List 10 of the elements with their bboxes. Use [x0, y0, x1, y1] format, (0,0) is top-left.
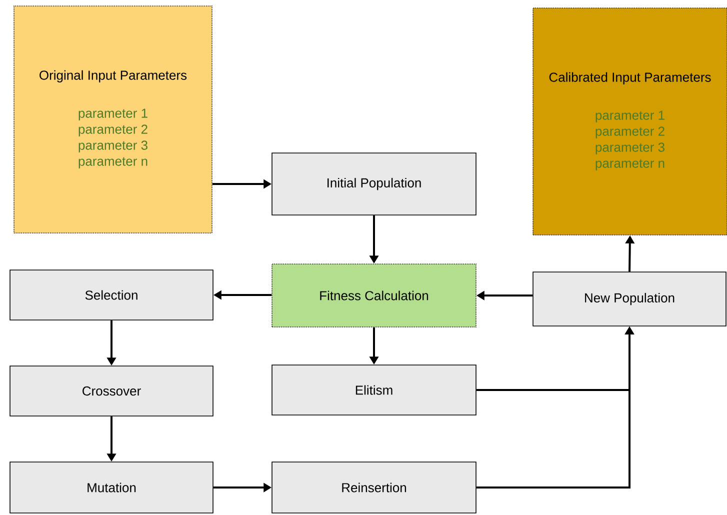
process-box: Reinsertion: [272, 462, 476, 514]
parameter-box: Calibrated Input Parameters parameter 1 parameter 2 parameter 3 parameter n: [532, 8, 727, 236]
process-box: Mutation: [10, 462, 214, 514]
process-box: Crossover: [10, 366, 214, 416]
parameter-box: Original Input Parameters parameter 1 parameter 2 parameter 3 parameter n: [14, 6, 212, 234]
process-box: New Population: [532, 272, 726, 326]
process-box: Selection: [10, 270, 214, 320]
process-box: Elitism: [272, 364, 476, 416]
process-box: Initial Population: [272, 152, 476, 216]
process-box: Fitness Calculation: [272, 264, 476, 328]
